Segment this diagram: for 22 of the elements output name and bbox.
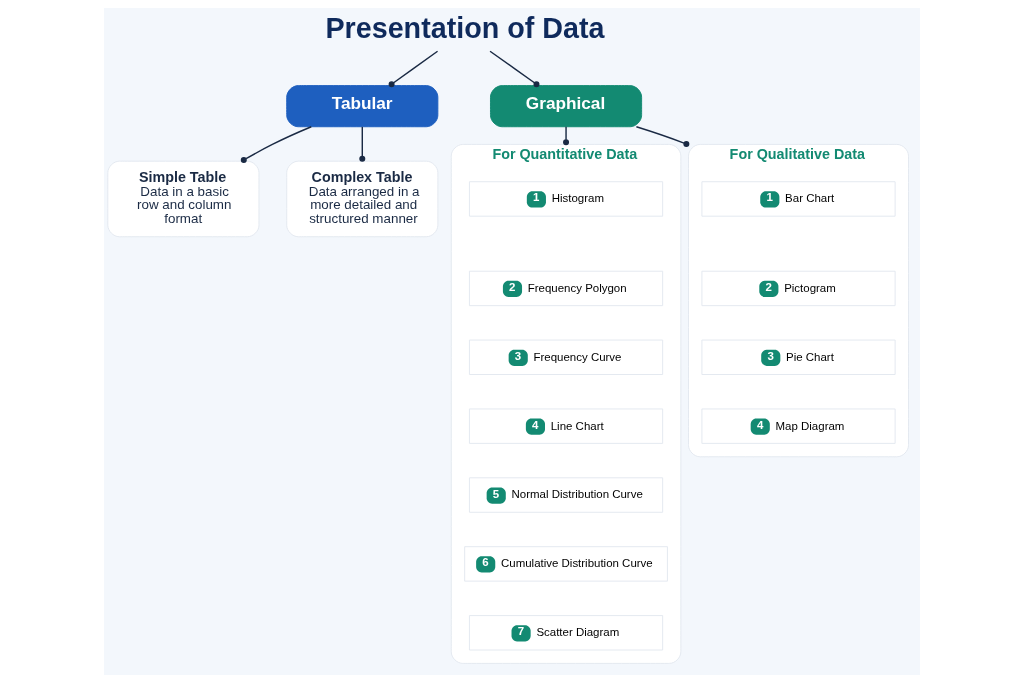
node-box: 6 Cumulative Distribution Curve <box>464 546 668 582</box>
connector <box>635 126 690 147</box>
node-box: 1 Histogram <box>468 181 664 217</box>
connector <box>240 126 312 164</box>
node-box: Graphical <box>490 85 643 128</box>
node-box: 2 Frequency Polygon <box>468 270 664 307</box>
connector <box>563 126 570 146</box>
node-box: 2 Pictogram <box>701 270 896 307</box>
connector <box>489 50 540 88</box>
node-box: 1 Bar Chart <box>701 181 896 217</box>
connector <box>359 126 366 162</box>
node-text: Presentation of Data <box>325 11 605 44</box>
node-box: 4 Map Diagram <box>701 408 896 444</box>
node-box: Complex Table Data arranged in a more detailed and structured manner <box>286 160 439 238</box>
node-box: Tabular <box>286 85 439 128</box>
node-box: 3 Frequency Curve <box>468 339 664 375</box>
node-box: 5 Normal Distribution Curve <box>468 477 664 513</box>
node-box: Simple Table Data in a basic row and column format <box>107 160 260 238</box>
node-box: 4 Line Chart <box>468 408 664 444</box>
connector <box>388 50 439 88</box>
node-box: 7 Scatter Diagram <box>468 615 664 651</box>
node-box: 3 Pie Chart <box>701 339 896 375</box>
